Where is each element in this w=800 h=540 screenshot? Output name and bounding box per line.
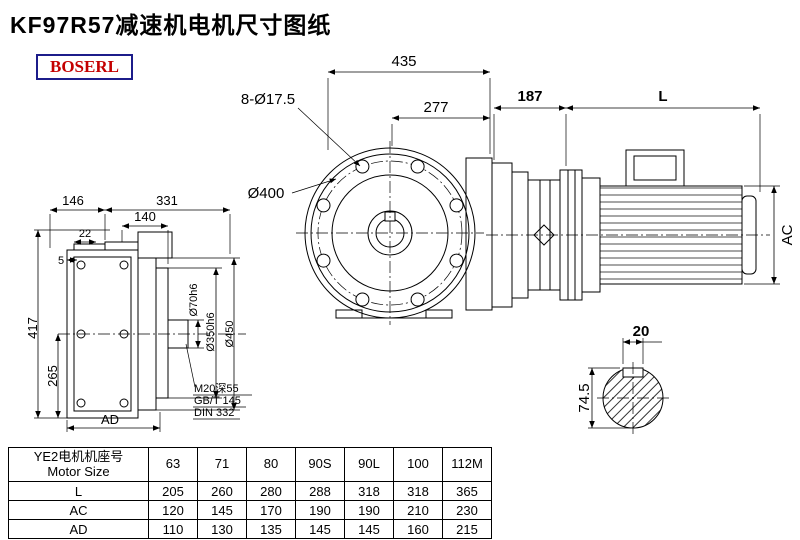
dim-265-label: 265 (45, 365, 60, 387)
dim-cell: 260 (197, 481, 247, 501)
dim-cell: 318 (393, 481, 443, 501)
dim-cell: 190 (295, 500, 345, 520)
dim-AD-label: AD (101, 412, 119, 427)
size-label-cell: YE2电机机座号 Motor Size (8, 447, 149, 482)
shaft-section-view: 20 74.5 (576, 323, 669, 434)
dim-cell: 160 (393, 519, 443, 539)
dim-417-label: 417 (25, 317, 40, 339)
dim-AC-label: AC (779, 224, 796, 245)
dim-187-label: 187 (517, 88, 542, 105)
size-cell: 100 (393, 447, 443, 482)
size-cell: 90S (295, 447, 345, 482)
dim-cell: 130 (197, 519, 247, 539)
size-label-cn: YE2电机机座号 (33, 448, 124, 464)
table-row-AC: AC 120 145 170 190 190 210 230 (8, 500, 492, 520)
table-row-AD: AD 110 130 135 145 145 160 215 (8, 519, 492, 539)
dim-cell: 145 (197, 500, 247, 520)
std1-label: GB/T 145 (194, 395, 241, 407)
dim-cell: 280 (246, 481, 296, 501)
size-cell: 71 (197, 447, 247, 482)
dim-cell: 215 (442, 519, 492, 539)
key-width-label: 20 (633, 323, 650, 340)
dim-22-label: 22 (79, 228, 91, 240)
dim-cell: 318 (344, 481, 394, 501)
dim-cell: 145 (344, 519, 394, 539)
flange-dia-label: Ø400 (248, 185, 285, 202)
dim-cell: 210 (393, 500, 443, 520)
row-label: AD (8, 519, 149, 539)
table-header-row: YE2电机机座号 Motor Size 63 71 80 90S 90L 100… (8, 447, 492, 482)
gearbox-left-view: 146 331 140 22 5 417 265 AD Ø70h6 Ø350h (25, 193, 252, 432)
page-title: KF97R57减速机电机尺寸图纸 (10, 12, 332, 38)
dim-277-label: 277 (423, 99, 448, 116)
size-label-en: Motor Size (47, 463, 110, 479)
dim-cell: 120 (148, 500, 198, 520)
motor-size-table: YE2电机机座号 Motor Size 63 71 80 90S 90L 100… (8, 447, 492, 539)
std2-label: DIN 332 (194, 407, 234, 419)
dim-5-label: 5 (58, 255, 64, 267)
technical-drawing: 435 277 8-Ø17.5 Ø400 187 L (25, 53, 796, 434)
brand-badge: BOSERL (36, 54, 133, 80)
brand-text: BOSERL (50, 57, 119, 76)
dim-cell: 288 (295, 481, 345, 501)
size-cell: 112M (442, 447, 492, 482)
size-cell: 90L (344, 447, 394, 482)
shaft-height-label: 74.5 (576, 383, 593, 412)
dim-cell: 145 (295, 519, 345, 539)
size-cell: 80 (246, 447, 296, 482)
flange-dia2-label: Ø450 (224, 321, 236, 348)
dim-435-label: 435 (391, 53, 416, 70)
size-cell: 63 (148, 447, 198, 482)
dim-331-label: 331 (156, 193, 178, 208)
bolt-holes-label: 8-Ø17.5 (241, 91, 295, 108)
dim-cell: 205 (148, 481, 198, 501)
row-label: L (8, 481, 149, 501)
dim-L-label: L (658, 88, 667, 105)
shaft-dia-label: Ø70h6 (188, 283, 200, 316)
dim-cell: 365 (442, 481, 492, 501)
dim-cell: 135 (246, 519, 296, 539)
dim-cell: 230 (442, 500, 492, 520)
motor-side-view: 187 L AC (486, 88, 796, 308)
front-view: 435 277 8-Ø17.5 Ø400 (241, 53, 493, 325)
dim-146-label: 146 (62, 193, 84, 208)
row-label: AC (8, 500, 149, 520)
dim-cell: 110 (148, 519, 198, 539)
dim-cell: 170 (246, 500, 296, 520)
tap-note-label: M20深55 (194, 382, 239, 395)
table-row-L: L 205 260 280 288 318 318 365 (8, 481, 492, 501)
spigot-dia-label: Ø350h6 (205, 312, 217, 351)
dim-140-label: 140 (134, 209, 156, 224)
dim-cell: 190 (344, 500, 394, 520)
